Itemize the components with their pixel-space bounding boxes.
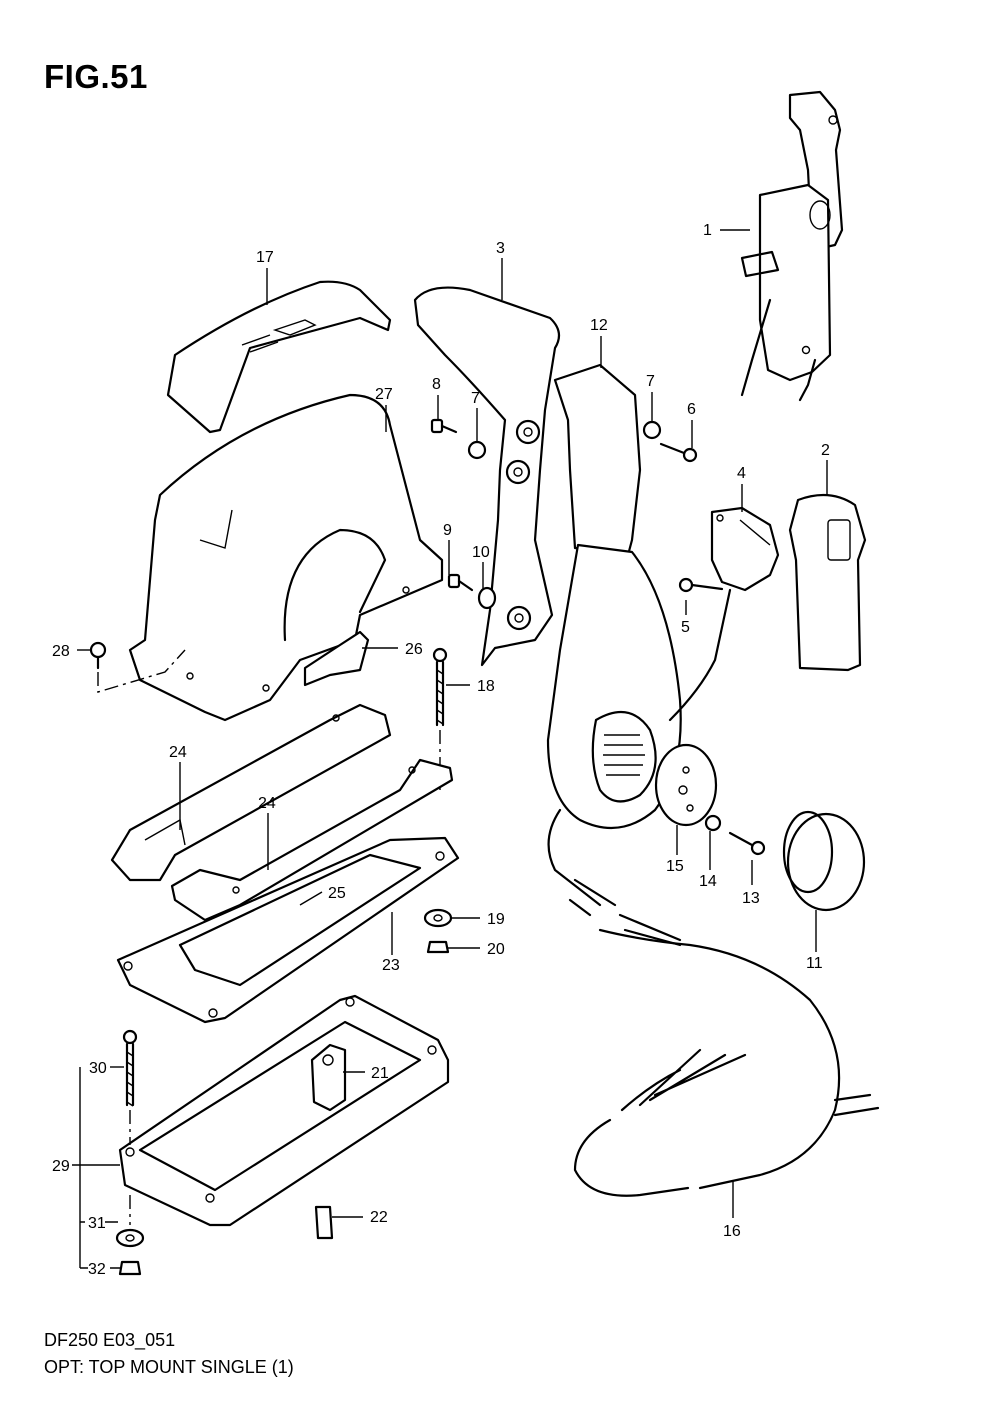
bracket-part-24a	[110, 703, 392, 882]
callout-6: 6	[687, 401, 696, 418]
callout-27: 27	[375, 386, 393, 403]
screw-part-13	[728, 831, 766, 856]
callout-5: 5	[681, 619, 690, 636]
plate-part-15	[654, 743, 718, 827]
callout-26: 26	[405, 641, 423, 658]
base-frame-part-29	[118, 994, 450, 1227]
callout-18: 18	[477, 678, 495, 695]
callout-7a: 7	[471, 390, 480, 407]
diagram-code: DF250 E03_051	[44, 1330, 176, 1350]
callout-30: 30	[89, 1060, 107, 1077]
remote-control-assembly-part	[740, 90, 844, 402]
callout-labels: 1 2 3 4 5 6 7 7 8 9 10 11 12 13 14 15 16…	[52, 222, 830, 1278]
callout-13: 13	[742, 890, 760, 907]
callout-10: 10	[472, 544, 490, 561]
cap-part-11	[782, 810, 866, 912]
washer-part-19	[423, 908, 453, 928]
washer-part-14	[704, 814, 722, 832]
bracket-part-21	[310, 1043, 347, 1112]
callout-20: 20	[487, 941, 505, 958]
leader-lines	[72, 229, 828, 1269]
screw-part-6	[659, 442, 698, 463]
figure-title: FIG.51	[44, 58, 148, 95]
bolt-part-8	[430, 418, 458, 434]
bolt-part-9	[447, 573, 474, 592]
lever-arm-part	[413, 286, 561, 667]
bracket-part-24b	[170, 758, 454, 922]
callout-24b: 24	[258, 795, 276, 812]
switch-part	[710, 506, 780, 592]
washer-part-31	[115, 1228, 145, 1248]
diagram-description: OPT: TOP MOUNT SINGLE (1)	[44, 1357, 294, 1377]
handle-grip-part	[788, 493, 867, 672]
callout-9: 9	[443, 522, 452, 539]
clip-part-22	[314, 1205, 334, 1240]
long-screw-part-30	[122, 1029, 138, 1225]
callout-25: 25	[328, 885, 346, 902]
insert-part-26	[303, 630, 370, 687]
callout-28: 28	[52, 643, 70, 660]
top-cover-part-17	[166, 280, 392, 434]
callout-11: 11	[806, 955, 823, 972]
callout-31: 31	[88, 1215, 106, 1232]
callout-29: 29	[52, 1158, 70, 1175]
nut-part-32	[118, 1260, 142, 1276]
callout-16: 16	[723, 1223, 741, 1240]
callout-4: 4	[737, 465, 746, 482]
callout-15: 15	[666, 858, 684, 875]
callout-22: 22	[370, 1209, 388, 1226]
callout-7b: 7	[646, 373, 655, 390]
callout-3: 3	[496, 240, 505, 257]
callout-8: 8	[432, 376, 441, 393]
callout-23: 23	[382, 957, 400, 974]
callout-21: 21	[371, 1065, 389, 1082]
callout-1: 1	[703, 222, 712, 239]
housing-cover-part-27	[128, 393, 444, 722]
callout-32: 32	[88, 1261, 106, 1278]
callout-2: 2	[821, 442, 830, 459]
callout-24a: 24	[169, 744, 187, 761]
washer-part-10	[477, 586, 497, 610]
callout-19: 19	[487, 911, 505, 928]
callout-17: 17	[256, 249, 274, 266]
callout-12: 12	[590, 317, 608, 334]
callout-14: 14	[699, 873, 717, 890]
long-screw-part-18	[432, 647, 448, 790]
screw-part-5	[678, 577, 724, 593]
gasket-part-23	[116, 836, 460, 1024]
control-arm-part	[546, 363, 732, 830]
washer-part-7	[467, 420, 662, 460]
nut-part-20	[426, 940, 450, 954]
wiring-harness-part	[547, 808, 880, 1197]
